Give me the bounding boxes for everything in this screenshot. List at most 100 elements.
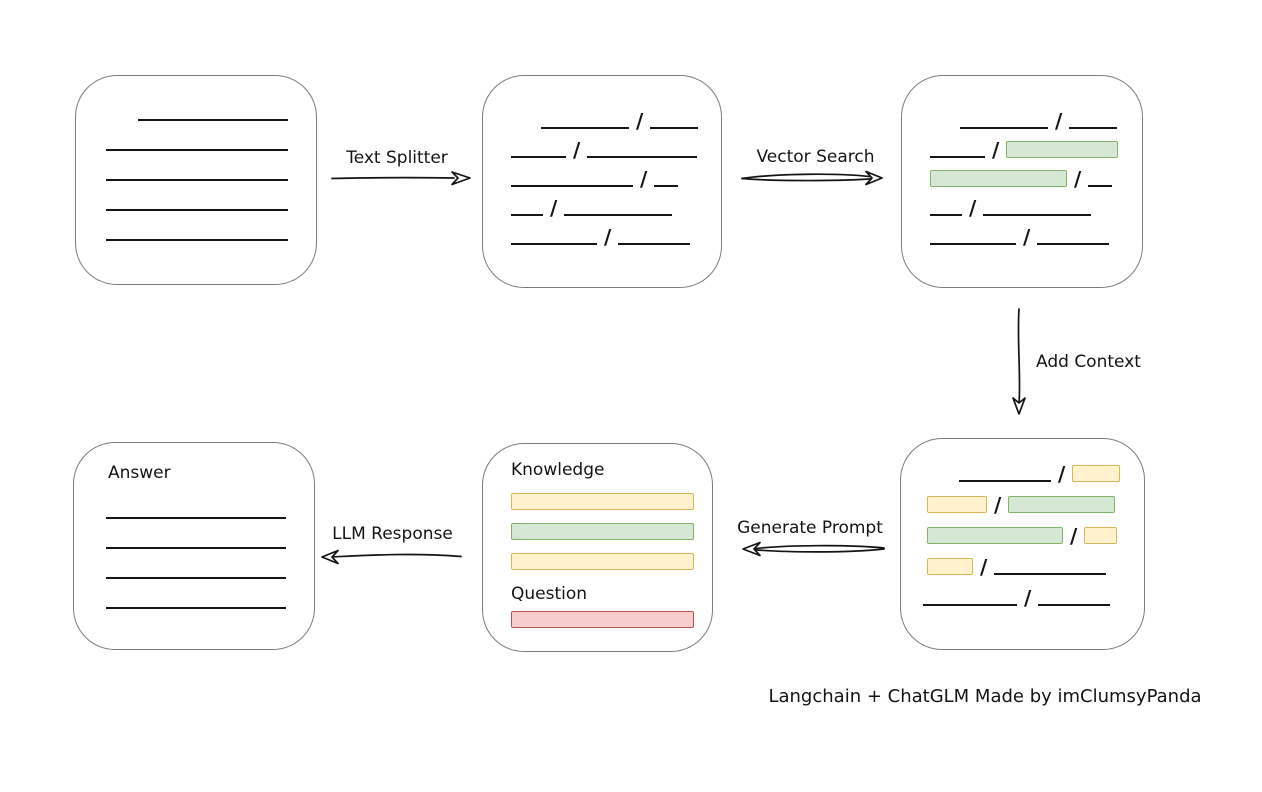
text-line bbox=[138, 119, 288, 121]
text-line bbox=[930, 243, 1016, 245]
yellow-highlight-bar bbox=[511, 492, 694, 510]
chunk-separator-slash: / bbox=[640, 167, 648, 191]
segment-row bbox=[511, 516, 712, 546]
vector-search-arrow bbox=[741, 170, 883, 186]
context-chunks-box: ///// bbox=[900, 438, 1145, 650]
segment-row: / bbox=[930, 187, 1142, 220]
segment-row: / bbox=[927, 513, 1144, 548]
yellow-highlight-bar bbox=[1084, 527, 1118, 544]
split-chunk-rows: / / / / / bbox=[483, 76, 721, 287]
knowledge-bars bbox=[511, 486, 712, 576]
segment-row bbox=[106, 151, 316, 181]
chunk-separator-slash: / bbox=[1024, 586, 1032, 610]
text-line bbox=[106, 547, 286, 549]
yellow-highlight-bar bbox=[927, 558, 973, 575]
yellow-highlight-bar bbox=[1072, 465, 1121, 482]
text-splitter-label: Text Splitter bbox=[346, 148, 448, 168]
matched-chunks-box: ///// bbox=[901, 75, 1143, 288]
text-line bbox=[654, 185, 679, 187]
segment-row: / bbox=[511, 129, 721, 162]
green-highlight-bar bbox=[1008, 496, 1116, 513]
segment-row bbox=[511, 486, 712, 516]
document-lines bbox=[76, 76, 316, 284]
generate-prompt-arrow bbox=[742, 541, 885, 557]
segment-row: / bbox=[511, 158, 721, 191]
green-highlight-bar bbox=[511, 522, 694, 540]
segment-row bbox=[106, 579, 314, 609]
text-line bbox=[1069, 127, 1118, 129]
matched-chunk-rows: ///// bbox=[902, 76, 1142, 287]
segment-row bbox=[106, 211, 316, 241]
segment-row bbox=[138, 91, 316, 121]
text-line bbox=[564, 214, 673, 216]
document-box bbox=[75, 75, 317, 285]
segment-row: / bbox=[930, 129, 1142, 160]
text-line bbox=[511, 185, 633, 187]
context-chunk-rows: ///// bbox=[901, 439, 1144, 649]
answer-box: Answer bbox=[73, 442, 315, 650]
text-line bbox=[923, 604, 1017, 606]
segment-row: / bbox=[511, 216, 721, 249]
text-line bbox=[587, 156, 698, 158]
segment-row bbox=[511, 604, 712, 634]
chunk-separator-slash: / bbox=[994, 493, 1002, 517]
llm-response-arrow bbox=[321, 549, 462, 565]
text-line bbox=[983, 214, 1092, 216]
segment-row: / bbox=[930, 216, 1142, 249]
segment-row: / bbox=[959, 451, 1144, 486]
chunk-separator-slash: / bbox=[573, 138, 581, 162]
yellow-highlight-bar bbox=[511, 552, 694, 570]
segment-row bbox=[106, 489, 314, 519]
answer-label: Answer bbox=[108, 463, 171, 483]
generate-prompt-label: Generate Prompt bbox=[737, 518, 883, 538]
chunk-separator-slash: / bbox=[636, 109, 644, 133]
chunk-separator-slash: / bbox=[1070, 524, 1078, 548]
text-line bbox=[960, 127, 1048, 129]
knowledge-label: Knowledge bbox=[511, 460, 605, 480]
yellow-highlight-bar bbox=[927, 496, 987, 513]
segment-row bbox=[106, 519, 314, 549]
segment-row: / bbox=[923, 575, 1144, 610]
text-line bbox=[106, 149, 288, 151]
text-line bbox=[106, 209, 288, 211]
question-label: Question bbox=[511, 584, 588, 604]
text-line bbox=[511, 156, 566, 158]
text-line bbox=[930, 156, 985, 158]
segment-row: / bbox=[541, 100, 721, 133]
llm-response-label: LLM Response bbox=[332, 524, 453, 544]
text-line bbox=[1088, 185, 1113, 187]
chunk-separator-slash: / bbox=[1023, 225, 1031, 249]
chunk-separator-slash: / bbox=[969, 196, 977, 220]
chunk-separator-slash: / bbox=[550, 196, 558, 220]
text-line bbox=[959, 480, 1051, 482]
split-chunks-box: / / / / / bbox=[482, 75, 722, 288]
segment-row: / bbox=[511, 187, 721, 220]
text-line bbox=[106, 607, 286, 609]
text-line bbox=[106, 577, 286, 579]
add-context-arrow bbox=[1012, 308, 1026, 415]
text-splitter-arrow bbox=[331, 171, 471, 186]
segment-row: / bbox=[927, 544, 1144, 577]
segment-row: / bbox=[960, 100, 1142, 131]
text-line bbox=[994, 573, 1107, 575]
segment-row bbox=[106, 549, 314, 579]
text-line bbox=[650, 127, 699, 129]
answer-lines bbox=[74, 489, 314, 609]
text-line bbox=[541, 127, 629, 129]
chunk-separator-slash: / bbox=[1058, 462, 1066, 486]
chunk-separator-slash: / bbox=[604, 225, 612, 249]
text-line bbox=[930, 214, 962, 216]
text-line bbox=[1038, 604, 1111, 606]
segment-row bbox=[511, 546, 712, 576]
green-highlight-bar bbox=[1006, 141, 1119, 158]
segment-row: / bbox=[927, 482, 1144, 517]
segment-row: / bbox=[930, 158, 1142, 189]
segment-row bbox=[106, 181, 316, 211]
diagram-caption: Langchain + ChatGLM Made by imClumsyPand… bbox=[768, 686, 1202, 707]
add-context-label: Add Context bbox=[1036, 352, 1141, 372]
text-line bbox=[106, 517, 286, 519]
prompt-box: Knowledge Question bbox=[482, 443, 713, 652]
red-highlight-bar bbox=[511, 610, 694, 628]
text-line bbox=[511, 214, 543, 216]
